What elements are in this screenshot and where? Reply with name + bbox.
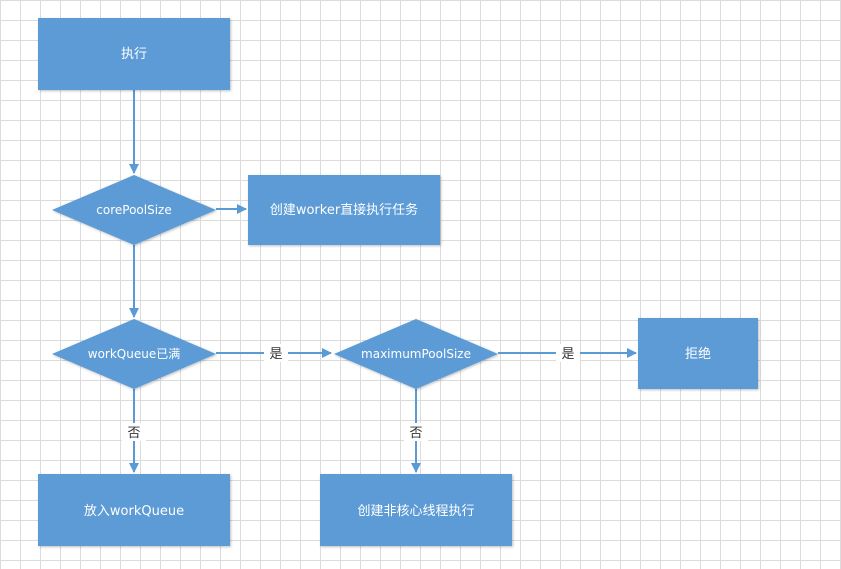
decision-workqueue-full[interactable]: workQueue已满 [52,319,216,389]
process-create-worker-label: 创建worker直接执行任务 [270,202,418,218]
process-execute-label: 执行 [121,47,147,62]
decision-corepoolsize[interactable]: corePoolSize [52,175,216,245]
decision-maximumpoolsize[interactable]: maximumPoolSize [334,319,498,389]
edge-label-max-pool-no: 否 [409,426,422,441]
process-create-non-core-label: 创建非核心线程执行 [357,504,474,519]
process-execute[interactable]: 执行 [38,18,230,90]
decision-maximumpoolsize-label: maximumPoolSize [361,347,471,361]
edge-label-queue-full-yes: 是 [269,347,282,362]
edge-label-queue-full-no: 否 [127,426,140,441]
process-reject[interactable]: 拒绝 [638,318,758,389]
decision-corepoolsize-label: corePoolSize [96,203,171,217]
process-create-non-core[interactable]: 创建非核心线程执行 [320,474,512,546]
edge-label-max-pool-yes: 是 [561,347,574,362]
process-enqueue[interactable]: 放入workQueue [38,474,230,546]
process-reject-label: 拒绝 [685,346,711,362]
decision-workqueue-full-label: workQueue已满 [88,347,180,361]
process-enqueue-label: 放入workQueue [84,504,184,519]
process-create-worker[interactable]: 创建worker直接执行任务 [248,175,440,245]
